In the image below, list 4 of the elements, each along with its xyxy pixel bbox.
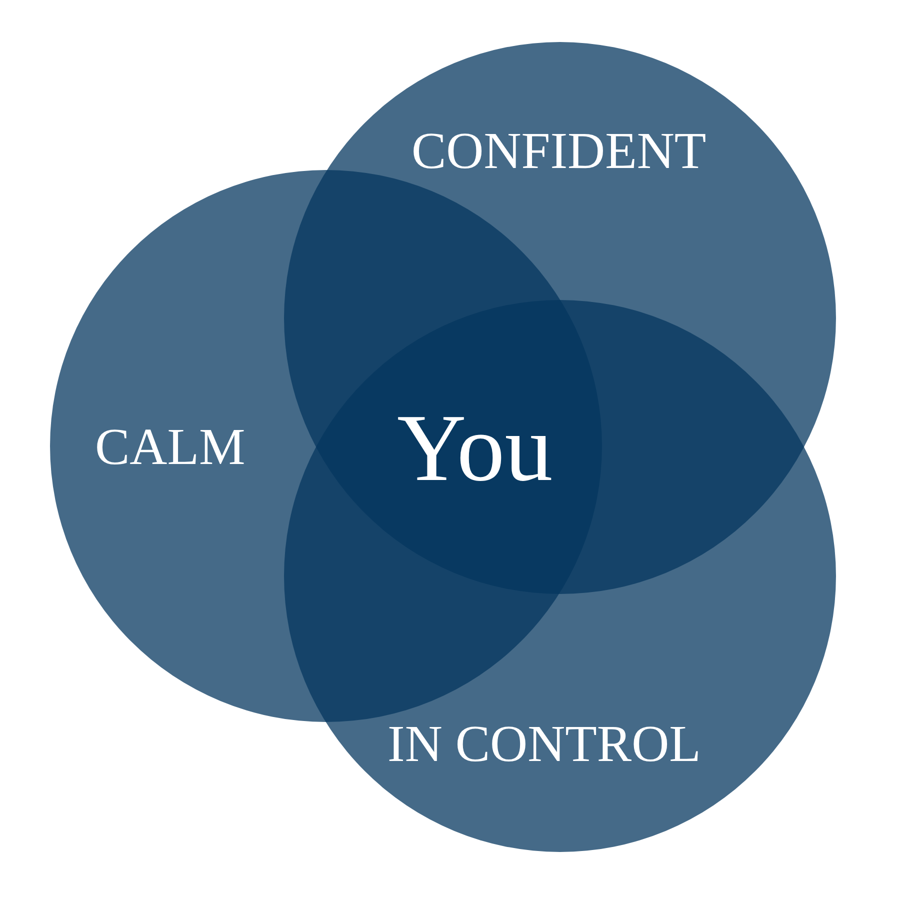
circle-label: CALM	[95, 422, 246, 474]
circle-label: CONFIDENT	[412, 126, 706, 178]
center-label: You	[397, 400, 553, 496]
circle-label: IN CONTROL	[388, 719, 701, 771]
